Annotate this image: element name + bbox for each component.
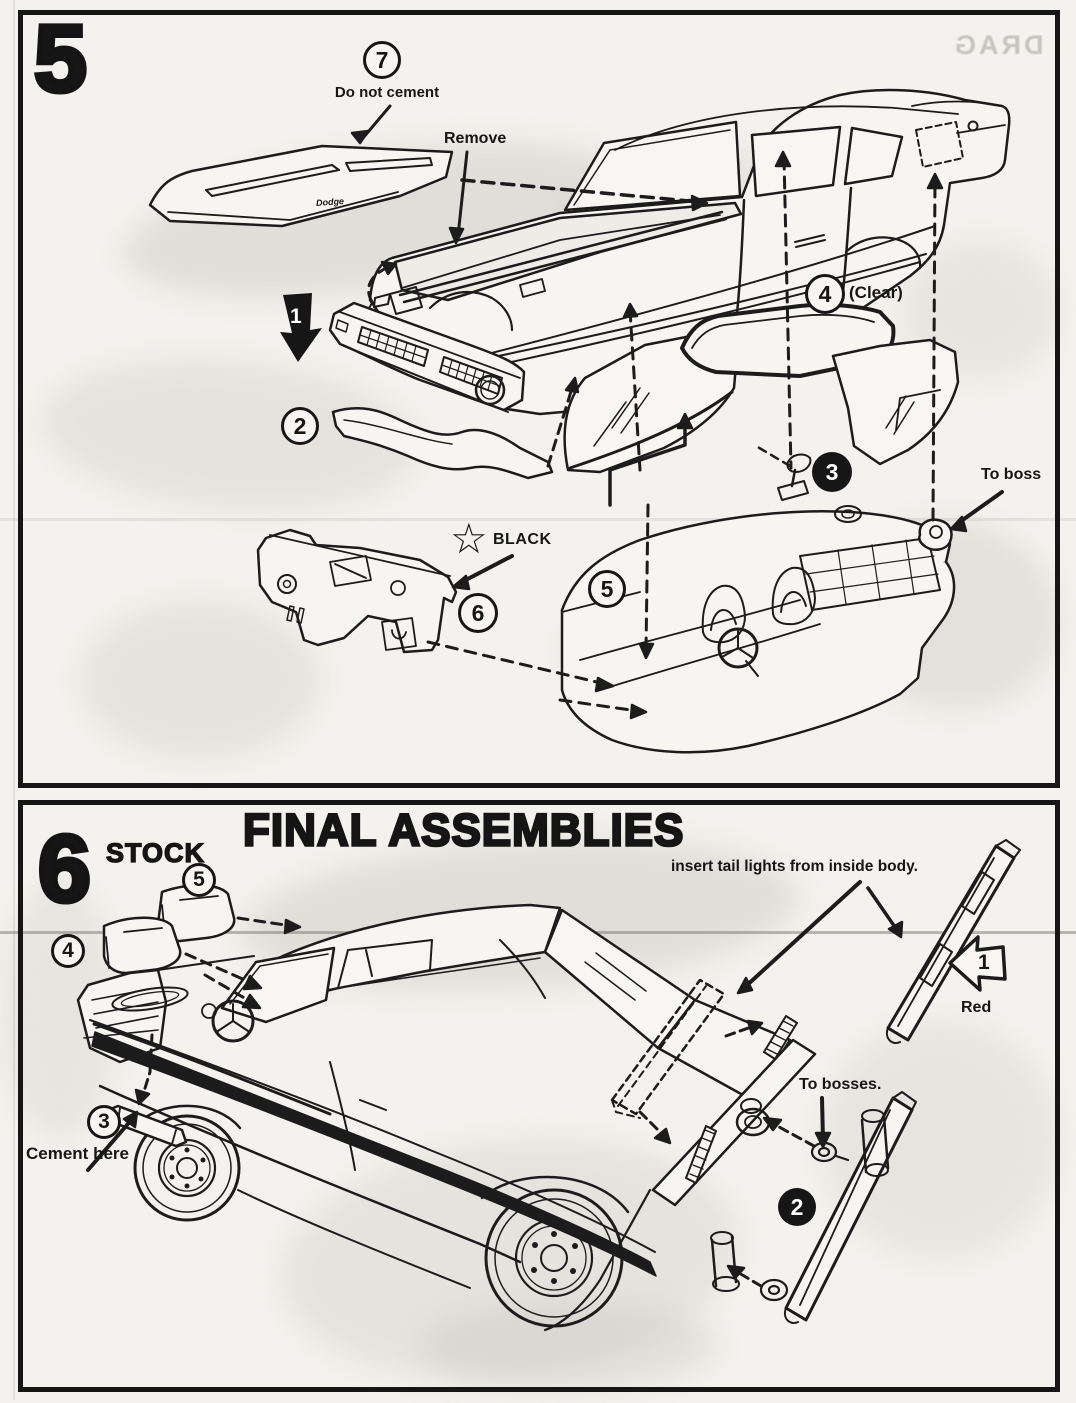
- red-note-label: Red: [961, 999, 992, 1016]
- step-5-number: 5: [32, 6, 90, 112]
- to-bosses-label: To bosses.: [799, 1076, 882, 1093]
- callout-filled-3: 3: [812, 452, 852, 492]
- callout-circle-5: 5: [588, 570, 626, 608]
- callout-circle-3-stock: 3: [87, 1105, 121, 1139]
- mirror-part: [777, 453, 812, 501]
- hood-scoop-parts: [102, 884, 236, 975]
- interior-chassis-tub: [560, 505, 956, 754]
- arrow-badge-1-step5: [280, 293, 322, 362]
- final-assemblies-title: FINAL ASSEMBLIES: [242, 804, 685, 858]
- paper-smudge: [80, 600, 320, 760]
- stock-car-body: [76, 903, 850, 1332]
- callout-circle-2: 2: [281, 407, 319, 445]
- callout-filled-2-stock: 2: [778, 1188, 816, 1226]
- hood-script-label: Dodge: [315, 196, 345, 208]
- callout-circle-5-stock: 5: [182, 863, 216, 897]
- fold-crease-vertical: [13, 0, 15, 1400]
- callout-circle-4-stock: 4: [51, 934, 85, 968]
- cement-here-label: Cement here: [26, 1144, 129, 1163]
- front-valance-part: [331, 407, 554, 480]
- callout-arrow-1-stock: 1: [978, 951, 990, 974]
- clear-note-label: (Clear): [849, 283, 903, 302]
- tail-light-panel-part: [886, 839, 1021, 1044]
- step-5-panel: [18, 10, 1060, 788]
- paper-smudge: [820, 1020, 1060, 1260]
- rear-bumper-part: [759, 1091, 917, 1324]
- to-boss-label: To boss: [981, 466, 1042, 483]
- callout-arrow-1: 1: [290, 305, 302, 328]
- hood-part: [148, 144, 454, 228]
- step-6-panel: [18, 800, 1060, 1392]
- leader-lines-step5: [350, 104, 1004, 720]
- leader-lines-step6: [86, 880, 904, 1288]
- do-not-cement-label: Do not cement: [334, 84, 440, 101]
- callout-circle-7: 7: [363, 41, 401, 79]
- arrow-badge-1-step6: [948, 935, 1007, 992]
- firewall-dashboard-part: [256, 528, 458, 654]
- fold-crease: [0, 518, 1076, 521]
- paint-black-label: BLACK: [493, 531, 552, 548]
- step-6-number: 6: [36, 816, 94, 922]
- remove-label: Remove: [444, 130, 507, 147]
- variant-stock-label: STOCK: [105, 837, 206, 868]
- grille-bumper-part: [328, 286, 526, 413]
- callout-circle-4: 4: [805, 274, 845, 314]
- clear-glass-unit: [563, 302, 960, 474]
- ghost-tail-light-position: [610, 978, 726, 1119]
- star-icon: ☆: [450, 515, 488, 562]
- insert-tail-lights-label: insert tail lights from inside body.: [671, 858, 918, 875]
- callout-circle-6: 6: [458, 593, 498, 633]
- car-body-shell: [364, 88, 1011, 416]
